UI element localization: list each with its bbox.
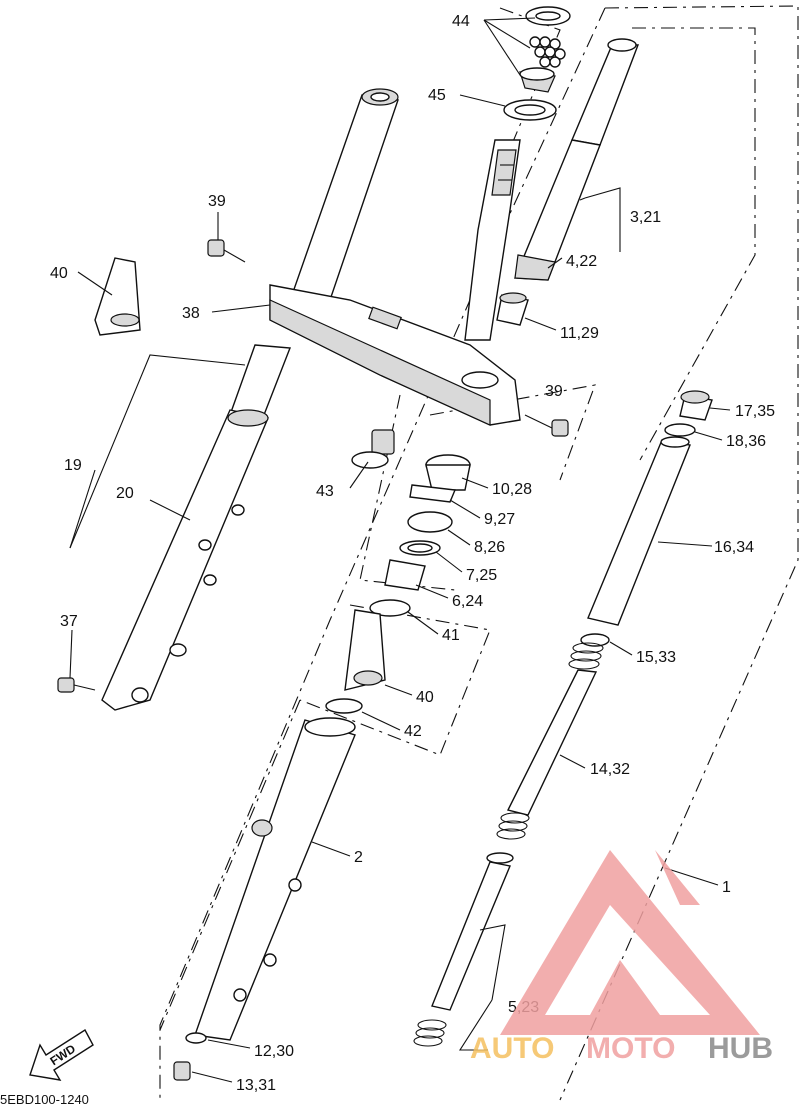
callout-42: 42 <box>404 723 422 740</box>
callout-10-28: 10,28 <box>492 481 532 498</box>
watermark-logo: AUTO MOTO HUB <box>470 850 773 1065</box>
under-bracket <box>269 284 521 426</box>
left-fork-upper-tube <box>291 88 399 301</box>
callout-44: 44 <box>452 13 470 30</box>
callout-39-top: 39 <box>208 193 226 210</box>
callout-13-31: 13,31 <box>236 1077 276 1094</box>
left-fork-assembly <box>57 239 291 711</box>
watermark-part3: HUB <box>708 1032 773 1065</box>
steering-stem <box>464 6 571 341</box>
callout-20: 20 <box>116 485 134 502</box>
callout-6-24: 6,24 <box>452 593 483 610</box>
center-parts-stack <box>325 292 569 714</box>
damper-rod-assembly <box>413 390 713 1047</box>
callout-43: 43 <box>316 483 334 500</box>
callout-40-top: 40 <box>50 265 68 282</box>
watermark-part2: MOTO <box>586 1032 675 1065</box>
callout-7-25: 7,25 <box>466 567 497 584</box>
callout-37: 37 <box>60 613 78 630</box>
callout-45: 45 <box>428 87 446 104</box>
right-inner-tube <box>513 38 640 281</box>
callout-18-36: 18,36 <box>726 433 766 450</box>
callout-1: 1 <box>722 879 731 896</box>
group-boundaries <box>159 5 799 1101</box>
leader-lines <box>69 17 731 1083</box>
callout-14-32: 14,32 <box>590 761 630 778</box>
callout-38: 38 <box>182 305 200 322</box>
callout-4-22: 4,22 <box>566 253 597 270</box>
callout-15-33: 15,33 <box>636 649 676 666</box>
callout-12-30: 12,30 <box>254 1043 294 1060</box>
callout-9-27: 9,27 <box>484 511 515 528</box>
callout-19: 19 <box>64 457 82 474</box>
callout-16-34: 16,34 <box>714 539 754 556</box>
callout-17-35: 17,35 <box>735 403 775 420</box>
outer-tube-lower <box>173 717 356 1081</box>
callout-11-29: 11,29 <box>560 325 599 342</box>
callout-41: 41 <box>442 627 460 644</box>
figure-code: 5EBD100-1240 <box>0 1092 89 1106</box>
callout-2: 2 <box>354 849 363 866</box>
callout-3-21: 3,21 <box>630 209 661 226</box>
watermark-triangle-icon <box>500 850 760 1035</box>
watermark-part1: AUTO <box>470 1032 554 1065</box>
callout-8-26: 8,26 <box>474 539 505 556</box>
fwd-arrow-icon: FWD <box>29 1029 94 1081</box>
callout-39-right: 39 <box>545 383 563 400</box>
callout-40-lower: 40 <box>416 689 434 706</box>
